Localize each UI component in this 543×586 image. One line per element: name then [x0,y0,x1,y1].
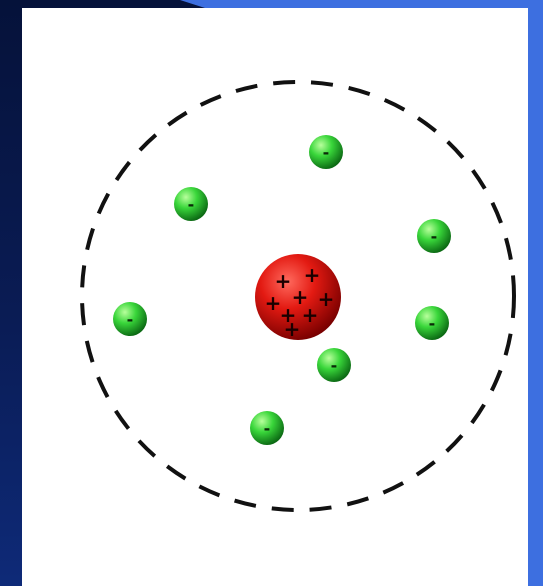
electron: - [113,302,147,336]
electron: - [417,219,451,253]
electron-charge: - [431,227,438,246]
nucleus-charge: + [302,303,319,327]
electron: - [174,187,208,221]
electron-charge: - [264,419,271,438]
electron-charge: - [188,195,195,214]
nucleus-charge: + [318,287,335,311]
electron: - [415,306,449,340]
nucleus: + + + + + + + + [255,254,341,341]
electron-charge: - [331,356,338,375]
electron-charge: - [127,310,134,329]
nucleus-charge: + [284,317,301,341]
nucleus-charge: + [275,269,292,293]
electron: - [317,348,351,382]
nucleus-charge: + [304,263,321,287]
electron-charge: - [429,314,436,333]
electron: - [250,411,284,445]
electron: - [309,135,343,169]
electron-charge: - [323,143,330,162]
